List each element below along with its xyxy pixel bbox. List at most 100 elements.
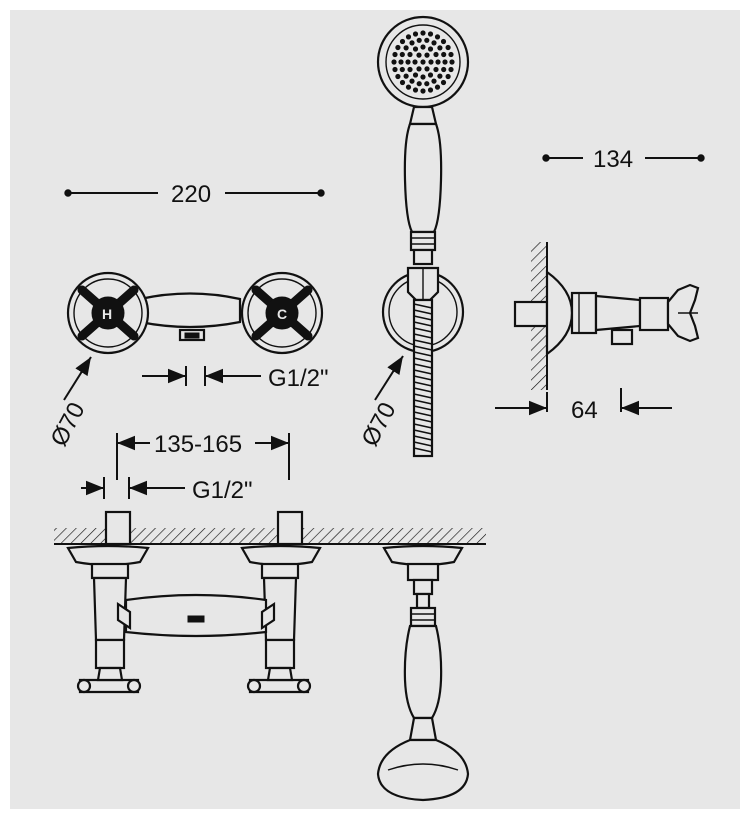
hose-ring bbox=[413, 351, 433, 357]
hose-ring bbox=[413, 303, 433, 309]
nozzle-dot bbox=[412, 72, 419, 78]
nozzle-dot bbox=[405, 84, 412, 90]
nozzle-dot bbox=[437, 45, 443, 51]
nozzle-dot bbox=[405, 34, 412, 40]
nozzle-dot bbox=[434, 84, 441, 90]
mixer-top-view: H C bbox=[66, 271, 324, 355]
thread-top-label: G1/2" bbox=[268, 365, 329, 392]
hose-ring bbox=[413, 363, 433, 369]
nozzle-dot bbox=[428, 59, 434, 65]
nozzle-dot bbox=[427, 72, 434, 78]
hand-shower bbox=[376, 15, 470, 266]
nozzle-dot bbox=[399, 79, 406, 86]
cold-marking: C bbox=[277, 306, 287, 322]
nozzle-dot bbox=[448, 66, 454, 73]
nozzle-dot bbox=[434, 34, 441, 40]
dimension-diameter-middle: Ø70 bbox=[356, 355, 404, 451]
hose-ring bbox=[413, 333, 433, 339]
dimension-projection-label: 64 bbox=[571, 397, 598, 424]
nozzle-dot bbox=[424, 66, 430, 72]
nozzle-dot bbox=[391, 59, 397, 65]
nozzle-dot bbox=[441, 66, 447, 73]
hose-ring bbox=[413, 357, 433, 363]
nozzle-dot bbox=[409, 78, 415, 84]
hose-ring bbox=[413, 345, 433, 351]
hose-ring bbox=[413, 327, 433, 333]
dimension-width-label: 220 bbox=[171, 181, 211, 208]
nozzle-dot bbox=[416, 66, 422, 72]
nozzle-dot bbox=[405, 59, 411, 65]
nozzle-dot bbox=[412, 87, 419, 93]
shower-front-view bbox=[376, 544, 470, 802]
hose-ring bbox=[413, 423, 433, 429]
hose-ring bbox=[413, 321, 433, 327]
mixer-side-view bbox=[513, 242, 700, 390]
hose-ring bbox=[413, 381, 433, 387]
nozzle-dot bbox=[403, 45, 409, 51]
shower-handle bbox=[403, 122, 443, 234]
dimension-width: 220 bbox=[64, 181, 325, 208]
nozzle-dot bbox=[449, 59, 455, 65]
nozzle-dot bbox=[424, 37, 430, 43]
nozzle-dot bbox=[448, 51, 454, 58]
nozzle-dot bbox=[433, 51, 439, 58]
thread-front-label: G1/2" bbox=[192, 477, 253, 504]
nozzle-dot bbox=[441, 51, 447, 58]
hose-ring bbox=[413, 441, 433, 447]
nozzle-dot bbox=[399, 51, 405, 58]
nozzle-dot bbox=[437, 73, 443, 79]
nozzle-dot bbox=[407, 66, 413, 73]
shower-hose bbox=[412, 298, 434, 458]
mixer-front-view bbox=[66, 510, 322, 694]
nozzle-dot bbox=[440, 38, 447, 45]
nozzle-dot bbox=[420, 30, 426, 36]
dimension-thread-front: G1/2" bbox=[81, 477, 253, 504]
nozzle-dot bbox=[412, 59, 418, 65]
nozzle-dot bbox=[395, 73, 401, 80]
nozzle-dot bbox=[399, 38, 406, 45]
nozzle-dot bbox=[431, 40, 437, 46]
hose-ring bbox=[413, 375, 433, 381]
nozzle-dot bbox=[445, 73, 451, 80]
nozzle-dot bbox=[399, 66, 405, 73]
nozzle-dot bbox=[440, 79, 447, 86]
nozzle-dot bbox=[427, 31, 434, 37]
nozzle-dot bbox=[445, 44, 451, 51]
hose-ring bbox=[413, 387, 433, 393]
hose-ring bbox=[413, 411, 433, 417]
hose-ring bbox=[413, 393, 433, 399]
diameter-left-label: Ø70 bbox=[45, 398, 90, 451]
drawing-background bbox=[10, 10, 740, 809]
nozzle-dot bbox=[420, 74, 426, 80]
nozzle-dot bbox=[412, 31, 419, 37]
dimension-centres-label: 135-165 bbox=[154, 431, 242, 458]
shower-nozzles bbox=[391, 30, 455, 94]
nozzle-dot bbox=[412, 46, 419, 52]
dimension-thread-top: G1/2" bbox=[142, 365, 329, 392]
hose-ring bbox=[413, 429, 433, 435]
handle-hot: H bbox=[77, 285, 139, 341]
nozzle-dot bbox=[435, 59, 441, 65]
nozzle-dot bbox=[416, 52, 422, 58]
hose-ring bbox=[413, 435, 433, 441]
hose-ring bbox=[413, 399, 433, 405]
nozzle-dot bbox=[420, 88, 426, 94]
nozzle-dot bbox=[424, 81, 430, 87]
hose-ring bbox=[413, 447, 433, 453]
nozzle-dot bbox=[427, 87, 434, 93]
nozzle-dot bbox=[398, 59, 404, 65]
nozzle-dot bbox=[433, 66, 439, 73]
diameter-middle-label: Ø70 bbox=[356, 398, 401, 451]
nozzle-dot bbox=[420, 44, 426, 50]
nozzle-dot bbox=[407, 51, 413, 58]
nozzle-dot bbox=[420, 59, 426, 65]
nozzle-dot bbox=[392, 66, 398, 73]
nozzle-dot bbox=[416, 81, 422, 87]
hose-ring bbox=[413, 309, 433, 315]
nozzle-dot bbox=[442, 59, 448, 65]
hose-ring bbox=[413, 339, 433, 345]
dimension-projection: 64 bbox=[495, 388, 672, 424]
nozzle-dot bbox=[392, 51, 398, 58]
hot-marking: H bbox=[102, 306, 112, 322]
dimension-depth: 134 bbox=[542, 146, 705, 173]
